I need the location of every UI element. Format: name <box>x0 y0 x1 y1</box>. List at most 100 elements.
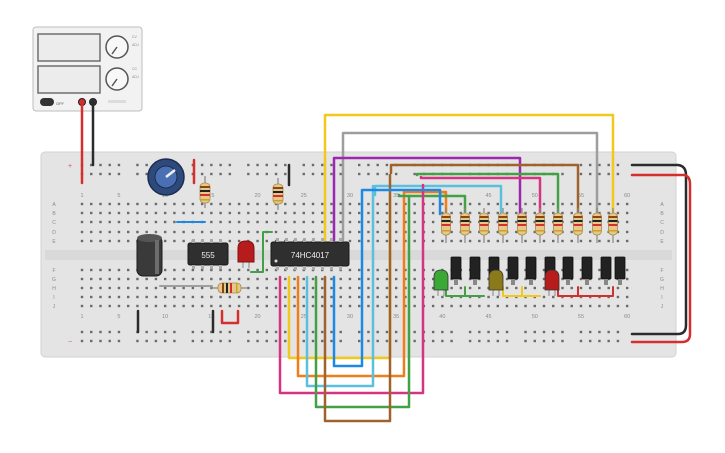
red-rail-wire <box>630 173 692 344</box>
col-label-top: 15 <box>208 193 214 199</box>
bank-resistor[interactable] <box>498 208 508 243</box>
purple-arch-wire <box>332 156 522 242</box>
col-label-bottom: 30 <box>347 314 353 320</box>
row-label-left: F <box>52 268 55 274</box>
red-jumper-bottom <box>220 309 240 325</box>
bank-resistor[interactable] <box>608 208 618 243</box>
col-label-top: 60 <box>624 193 630 199</box>
red-led-link-2 <box>577 286 614 297</box>
cyan-loop-wire <box>305 184 375 388</box>
col-label-top: 20 <box>254 193 260 199</box>
bank-switch[interactable] <box>562 256 574 285</box>
bank-resistor[interactable] <box>592 208 602 243</box>
breadboard: +−11551010151520202525303035354040454550… <box>40 151 677 358</box>
orange-loop-wire <box>296 198 406 378</box>
col-label-top: 5 <box>117 193 120 199</box>
timer-chip[interactable]: 555 <box>187 239 229 269</box>
row-label-left: D <box>52 230 56 236</box>
resistor-bank[interactable] <box>441 208 618 243</box>
bank-resistor[interactable] <box>573 208 583 243</box>
bank-resistor[interactable] <box>441 208 451 243</box>
led-red[interactable] <box>544 269 560 296</box>
col-label-top: 50 <box>532 193 538 199</box>
col-label-bottom: 50 <box>532 314 538 320</box>
magenta-arch-wire <box>419 175 542 216</box>
col-label-top: 1 <box>80 193 83 199</box>
row-label-left: G <box>52 277 56 283</box>
bank-resistor[interactable] <box>460 208 470 243</box>
row-label-left: A <box>52 202 56 208</box>
col-label-top: 55 <box>578 193 584 199</box>
row-label-right: A <box>660 202 664 208</box>
power-switch-label: OFF <box>56 101 65 106</box>
wires[interactable] <box>80 100 692 423</box>
green-short-wire <box>250 231 273 273</box>
col-label-bottom: 60 <box>624 314 630 320</box>
bank-switch[interactable] <box>507 256 519 285</box>
blue-loop-wire <box>332 188 442 368</box>
row-label-right: J <box>661 304 664 310</box>
row-label-right: E <box>660 239 664 245</box>
bank-switch[interactable] <box>469 256 481 285</box>
knob2-label-a: CC <box>132 67 138 71</box>
row-label-right: F <box>660 268 663 274</box>
col-label-top: 30 <box>347 193 353 199</box>
row-label-left: B <box>52 211 56 217</box>
counter-chip[interactable]: 74HC4017 <box>270 238 350 270</box>
bank-switch[interactable] <box>614 256 626 285</box>
capacitor[interactable] <box>136 234 163 277</box>
bank-switch[interactable] <box>600 256 612 285</box>
bank-switch[interactable] <box>581 256 593 285</box>
led-yellow[interactable] <box>488 269 504 296</box>
bank-resistor[interactable] <box>535 208 545 243</box>
row-label-right: B <box>660 211 664 217</box>
row-label-left: H <box>52 286 56 292</box>
bank-resistor[interactable] <box>479 208 489 243</box>
col-label-bottom: 40 <box>439 314 445 320</box>
components: 555 74HC4017 <box>136 158 626 296</box>
timer-chip-label: 555 <box>201 251 215 260</box>
power-switch[interactable] <box>40 98 54 106</box>
potentiometer[interactable] <box>147 158 185 196</box>
led-red-indicator[interactable] <box>237 240 255 268</box>
col-label-bottom: 10 <box>162 314 168 320</box>
led-bank[interactable] <box>433 256 626 296</box>
col-label-top: 45 <box>485 193 491 199</box>
resistor-r1[interactable] <box>199 176 211 208</box>
bank-switch[interactable] <box>525 256 537 285</box>
green-led-link-1 <box>445 286 466 297</box>
resistor-r2[interactable] <box>272 178 284 210</box>
col-label-bottom: 15 <box>208 314 214 320</box>
bank-resistor[interactable] <box>517 208 527 243</box>
row-label-right: G <box>660 277 664 283</box>
led-green[interactable] <box>433 269 449 296</box>
pot-wiper-icon <box>165 169 176 178</box>
bank-resistor[interactable] <box>553 208 563 243</box>
counter-chip-label: 74HC4017 <box>291 251 330 260</box>
red-led-link-1 <box>557 286 579 297</box>
col-label-top: 10 <box>162 193 168 199</box>
power-supply[interactable]: CV ADJ CC ADJ OFF <box>32 26 143 112</box>
row-label-right: I <box>661 295 662 301</box>
col-label-bottom: 45 <box>485 314 491 320</box>
knob1-label-a: CV <box>132 35 138 39</box>
voltage-display <box>37 33 101 62</box>
gray-arch-wire <box>341 131 599 242</box>
current-display <box>37 65 101 94</box>
col-label-bottom: 1 <box>80 314 83 320</box>
bank-switch[interactable] <box>450 256 462 285</box>
row-label-left: I <box>53 295 54 301</box>
col-label-top: 25 <box>301 193 307 199</box>
rail-plus-label-top: + <box>68 163 72 170</box>
green-arch-wire <box>415 172 560 216</box>
yellow-arch-wire <box>323 113 615 242</box>
row-label-right: D <box>660 230 664 236</box>
resistor-r3[interactable] <box>210 282 248 294</box>
green-top-wire <box>397 193 467 216</box>
col-label-bottom: 55 <box>578 314 584 320</box>
magenta-loop-wire <box>278 183 425 395</box>
row-label-right: H <box>660 286 664 292</box>
yellow-led-link-1 <box>502 286 523 297</box>
col-label-bottom: 35 <box>393 314 399 320</box>
